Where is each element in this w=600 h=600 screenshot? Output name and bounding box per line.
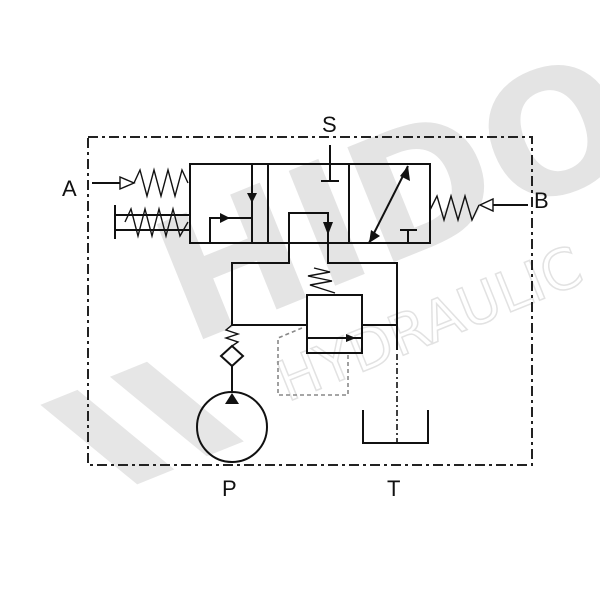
- port-a-label: A: [62, 176, 77, 201]
- port-p-label: P: [222, 476, 237, 501]
- pump: [196, 391, 268, 463]
- circuit-lines: [231, 243, 398, 443]
- port-s-label: S: [322, 112, 337, 137]
- check-valve: [219, 324, 245, 393]
- tank: [362, 410, 429, 444]
- directional-valve: [92, 145, 528, 244]
- port-t-label: T: [387, 476, 400, 501]
- assembly-boundary: [87, 136, 533, 466]
- relief-valve: [277, 267, 363, 396]
- port-b-label: B: [534, 188, 549, 213]
- watermark-logo: HIDO HYDRAULIC: [40, 15, 600, 485]
